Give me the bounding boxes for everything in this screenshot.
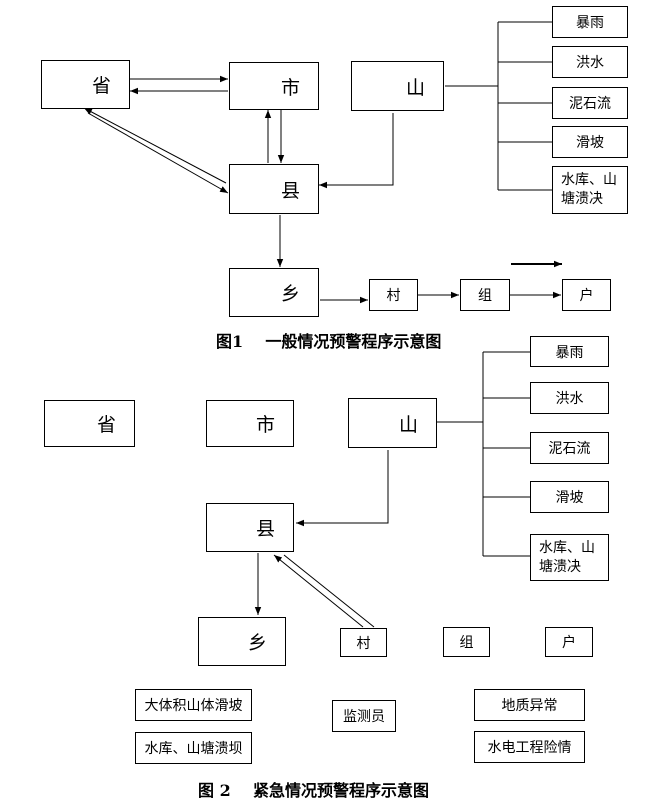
trigger-hydropower-danger: 水电工程险情 — [474, 731, 585, 763]
arrow-village-to-county-2 — [273, 554, 364, 628]
node-province-2: 省 — [44, 400, 135, 447]
arrow-county-to-province — [83, 107, 227, 184]
hazard-rainstorm: 暴雨 — [552, 6, 628, 38]
node-mountain: 山 — [351, 61, 444, 111]
figure-1-caption: 图1 一般情况预警程序示意图 — [216, 332, 442, 351]
hazard-flood-2: 洪水 — [530, 382, 609, 414]
node-household: 户 — [562, 279, 611, 311]
hazard-rainstorm-2: 暴雨 — [530, 336, 609, 367]
hazard-flood: 洪水 — [552, 46, 628, 78]
node-household-2: 户 — [545, 627, 593, 657]
node-village: 村 — [369, 279, 418, 311]
hazard-landslide: 滑坡 — [552, 126, 628, 158]
node-township: 乡 — [229, 268, 319, 317]
node-city: 市 — [229, 62, 319, 110]
line-village-county-2 — [283, 554, 375, 628]
figure-2-caption: 图 2 紧急情况预警程序示意图 — [198, 781, 429, 800]
trigger-geological-anomaly: 地质异常 — [474, 689, 585, 721]
arrow-mountain-to-county — [319, 113, 394, 189]
arrow-mountain-to-county-2 — [296, 450, 389, 527]
hazard-landslide-2: 滑坡 — [530, 481, 609, 513]
node-city-2: 市 — [206, 400, 294, 447]
trigger-monitor: 监测员 — [332, 700, 396, 732]
node-county-2: 县 — [206, 503, 294, 552]
node-group-2: 组 — [443, 627, 490, 657]
node-township-2: 乡 — [198, 617, 286, 666]
trigger-reservoir-dam-break: 水库、山塘溃坝 — [135, 732, 252, 764]
node-village-2: 村 — [340, 628, 387, 657]
node-mountain-2: 山 — [348, 398, 437, 448]
trigger-large-landslide: 大体积山体滑坡 — [135, 689, 252, 721]
hazard-reservoir-burst: 水库、山 塘溃决 — [552, 166, 628, 214]
node-county: 县 — [229, 164, 319, 214]
hazard-debris-flow: 泥石流 — [552, 87, 628, 119]
hazard-debris-flow-2: 泥石流 — [530, 432, 609, 464]
node-group: 组 — [460, 279, 510, 311]
hazard-reservoir-burst-2: 水库、山 塘溃决 — [530, 534, 609, 581]
arrow-province-to-county — [87, 112, 229, 194]
node-province: 省 — [41, 60, 130, 109]
